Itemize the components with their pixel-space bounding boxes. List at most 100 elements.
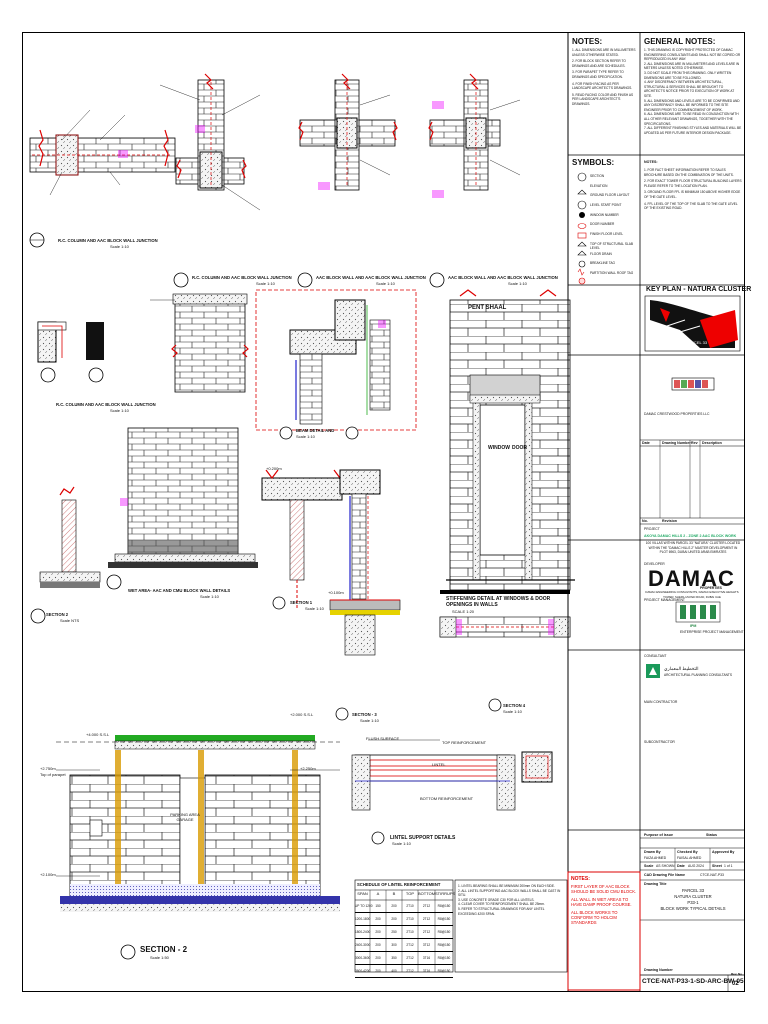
level-4: +0.200m [266, 466, 282, 471]
subcontractor-label: SUBCONTRACTOR [644, 740, 675, 744]
no-label: No. [642, 519, 648, 523]
detail-1-scale: Scale 1:10 [110, 244, 129, 249]
detail-section-4-plan [439, 616, 571, 712]
scale-label: Scale [644, 864, 654, 868]
schedule-cell: R8@150 [437, 969, 451, 973]
red-note-item: FIRST LAYER OF AAC BLOCK SHOULD BE SOLID… [571, 884, 637, 895]
symbol-label: GROUND FLOOR LAYOUT [590, 193, 630, 198]
pentshaal-label: PENT SHAAL [468, 305, 507, 311]
level-3: +2.100m [40, 872, 56, 877]
schedule-cell: 3T12 [422, 943, 431, 947]
red-note-item: ALL WALL IN WET AREAS TO HAVE DAMP PROOF… [571, 896, 632, 908]
sheet-label: Sheet [712, 864, 722, 868]
schedule-cell: R8@150 [437, 930, 451, 934]
schedule-cell: 2T12 [422, 917, 431, 921]
red-notes-box [567, 871, 641, 991]
drawing-title-line: BLOCK WORK TYPICAL DETAILS [660, 906, 726, 911]
drawing-number-label: Drawing Number [644, 968, 673, 972]
general-note-item: 2. ALL DIMENSIONS ARE IN MILLIMETERS AND… [644, 61, 740, 71]
level-0: +4.000 S.S.L [86, 732, 110, 737]
beam-detail-scale: Scale 1:10 [296, 434, 315, 439]
cad-label: CAD Drawing File Name [644, 873, 685, 877]
level-5: +0.100m [328, 590, 344, 595]
consultant-name: ARCHITECTURAL PLANNING CONSULTANTS [664, 673, 732, 677]
rev-no: 02 [732, 981, 739, 987]
schedule-cell: 3T16 [422, 956, 431, 960]
symbols-note-item: 3. GROUND FLOOR FFL IS MINIMUM 150 ABOVE… [644, 190, 741, 199]
symbol-label: ELEVATION [590, 183, 608, 188]
main-contractor-label: MAIN CONTRACTOR [644, 700, 678, 704]
schedule-cell: 1800-2400 [355, 930, 371, 934]
schedule-cell: 2T12 [422, 930, 431, 934]
detail-4-scale: Scale 1:10 [508, 281, 527, 286]
symbol-label: SECTION [590, 174, 605, 178]
symbol-glyphs [577, 172, 587, 285]
schedule-header: STIRRUPS [435, 891, 456, 896]
general-note-item: 3. DO NOT SCALE FROM THIS DRAWING. ONLY … [644, 70, 732, 80]
note-item: 2. FOR BLOCK SECTION REFER TO DRAWINGS A… [572, 59, 626, 68]
schedule-note: 1. LINTEL BEARING SHALL BE MINIMUM 200mm… [458, 884, 555, 888]
lintel-scale: Scale 1:10 [392, 841, 411, 846]
notes-list: 1. ALL DIMENSIONS ARE IN MILLIMETERS UNL… [572, 48, 638, 109]
key-plan-title: KEY PLAN - NATURA CLUSTER [646, 286, 752, 293]
key-plan-map [644, 295, 741, 352]
schedule-cell: 200 [375, 943, 381, 947]
sheet-border [22, 32, 745, 992]
detail-5-column-junction [37, 321, 104, 383]
schedule-cell: 2T10 [406, 904, 414, 908]
rev-header-date: Date [642, 441, 650, 445]
date-value: AUG 2024 [688, 864, 704, 868]
schedule-cell: 350 [391, 956, 397, 960]
note-item: 4. FOR FINISH FACING AS PER LANDSCAPE AR… [572, 81, 633, 91]
section-1-scale: Scale 1:10 [305, 606, 324, 611]
schedule-cell: 2T10 [406, 930, 414, 934]
schedule-header: A [376, 891, 380, 896]
stiffening-title: STIFFENING DETAIL AT WINDOWS & DOOR OPEN… [446, 596, 551, 608]
detail-big-section-2 [56, 735, 340, 960]
schedule-cell: 200 [375, 969, 381, 973]
schedule-notes: 1. LINTEL BEARING SHALL BE MINIMUM 200mm… [458, 884, 564, 916]
notes-title: NOTES: [572, 37, 603, 46]
detail-section-3 [329, 469, 401, 721]
rev-header-number: Drawing Number [662, 441, 691, 445]
top-reinforcement-label: TOP REINFORCEMENT [442, 740, 487, 745]
symbols-note-item: 2. FOR EXACT TOWER FLOOR STRUCTURAL BUIL… [644, 179, 742, 188]
red-notes: NOTES: FIRST LAYER OF AAC BLOCK SHOULD B… [571, 876, 637, 926]
schedule-cell: 2T10 [406, 917, 414, 921]
note-item: 1. ALL DIMENSIONS ARE IN MILLIMETERS UNL… [572, 48, 636, 57]
symbol-label: FLOOR DRAIN [590, 251, 612, 256]
symbol-label: DOOR NUMBER [590, 222, 615, 227]
cad-file: CTCE-NAT-P33 [700, 873, 724, 877]
damac-subtitle: PROPERTIES [700, 586, 722, 590]
schedule-cell: R8@150 [437, 956, 451, 960]
section-4-scale: Scale 1:10 [503, 709, 522, 714]
consultant-arabic: التخطيط المعماري [664, 666, 699, 671]
bottom-reinforcement-label: BOTTOM REINFORCEMENT [420, 796, 474, 801]
detail-6-wet-area [30, 427, 258, 624]
detail-beam-section [255, 289, 417, 440]
purpose-label: Purpose of Issue [644, 833, 673, 837]
project-name: AKOYA DAMAC HILLS 2 - ZONE 2 AAC BLOCK W… [644, 534, 737, 538]
detail-2-column-junction [159, 73, 261, 288]
flush-surface-label: FLUSH SURFACE [366, 736, 400, 741]
schedule-cell: 1200-1800 [355, 917, 371, 921]
symbols-list: SECTION ELEVATION GROUND FLOOR LAYOUT LE… [590, 174, 638, 281]
schedule-cell: R8@150 [437, 904, 451, 908]
schedule-note: 2. ALL LINTEL SUPPORTING AAC BLOCK WALLS… [458, 888, 561, 898]
note-item: 5. READ FACING COLOR AND FINISH AS PER L… [572, 92, 634, 106]
level-2: Top of parapet [40, 772, 66, 777]
beam-detail-title: BEAM DETAIL AND [296, 428, 335, 433]
drawing-title-line: PARCEL 33 [681, 888, 705, 893]
schedule-cell: UP TO 1200 [355, 904, 373, 908]
general-note-item: 6. ALL DIMENSIONS ARE TO BE READ IN CONJ… [644, 112, 739, 126]
detail-4-wall-junction [428, 73, 521, 288]
detail-3-title: AAC BLOCK WALL AND AAC BLOCK WALL JUNCTI… [316, 275, 426, 280]
detail-lintel [351, 739, 553, 845]
